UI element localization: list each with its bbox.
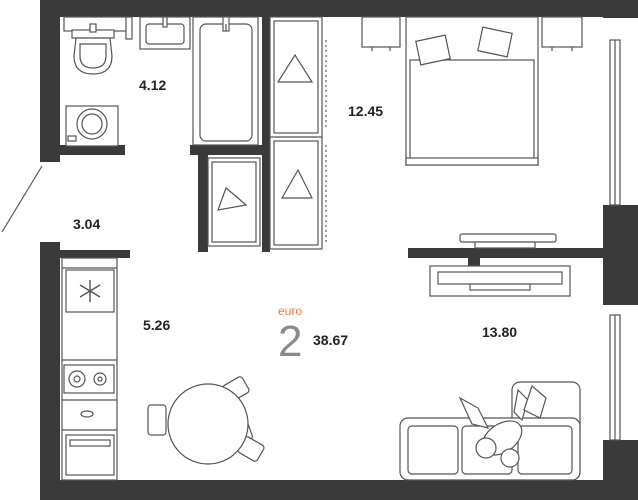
washing-machine (65, 105, 119, 147)
room-count: 2 (278, 317, 303, 366)
nightstand-left (361, 16, 401, 51)
room-area-bathroom: 4.12 (139, 77, 167, 93)
hanger-icon (217, 187, 248, 211)
hanger-icon (280, 168, 313, 199)
currency-label: euro (278, 304, 303, 318)
sink (139, 16, 191, 50)
kitchen-sink (80, 410, 94, 418)
total-area: 38.67 (313, 332, 349, 348)
room-area-living: 13.80 (482, 324, 518, 340)
wall-cabinet (63, 16, 133, 40)
dishwasher (65, 434, 115, 476)
room-area-kitchen: 5.26 (143, 317, 171, 333)
snowflake-icon (79, 280, 101, 302)
fridge (65, 269, 115, 313)
room-area-bedroom: 12.45 (348, 103, 384, 119)
dining-table (147, 376, 265, 465)
bedroom-tv (459, 233, 557, 249)
outer-walls (40, 0, 638, 500)
entrance-door (1, 165, 43, 233)
room-area-hallway: 3.04 (73, 216, 101, 232)
toilet (71, 23, 115, 75)
window-living (609, 314, 621, 441)
bathtub (192, 16, 259, 146)
double-bed (405, 16, 539, 166)
window-bedroom (609, 39, 621, 206)
nightstand-right (541, 16, 583, 51)
interior-walls (60, 17, 603, 272)
stove (63, 364, 115, 394)
living-tv-stand (429, 265, 571, 297)
person-figure (458, 384, 547, 468)
hanger-icon (276, 53, 314, 83)
bedroom-wardrobe (269, 16, 327, 250)
hallway-wardrobe (207, 157, 261, 247)
